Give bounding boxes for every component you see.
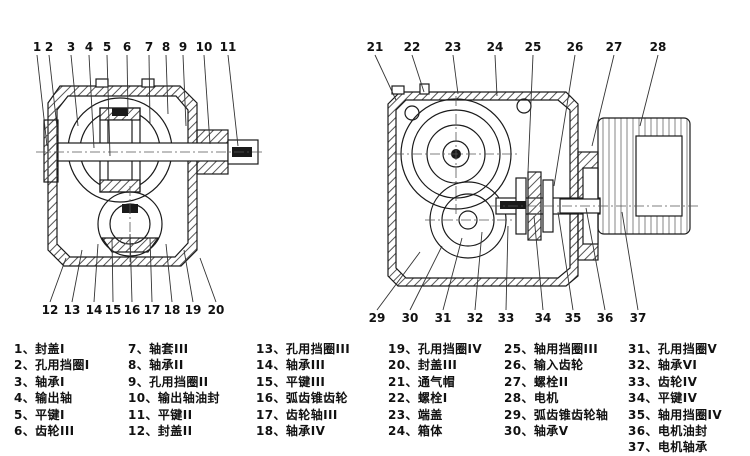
- callout-number-9: 9: [178, 40, 188, 54]
- callout-number-8: 8: [161, 40, 171, 54]
- legend-item: 13、孔用挡圈III: [256, 342, 351, 356]
- callout-number-32: 32: [466, 311, 484, 325]
- legend-item: 3、轴承I: [14, 374, 65, 389]
- callout-number-6: 6: [122, 40, 132, 54]
- legend-item: 19、孔用挡圈IV: [388, 342, 483, 356]
- callout-number-36: 36: [596, 311, 614, 325]
- callout-number-3: 3: [66, 40, 76, 54]
- callout-number-1: 1: [32, 40, 42, 54]
- callout-number-19: 19: [184, 303, 202, 317]
- callout-number-13: 13: [63, 303, 81, 317]
- legend-item: 27、螺栓II: [504, 374, 569, 389]
- legend-item: 26、输入齿轮: [504, 358, 584, 373]
- legend-item: 7、轴套III: [128, 342, 189, 356]
- legend-item: 29、弧齿锥齿轮轴: [504, 407, 609, 422]
- callout-number-5: 5: [102, 40, 112, 54]
- legend-item: 28、电机: [504, 391, 559, 406]
- callout-number-23: 23: [444, 40, 462, 54]
- legend-column-6: 31、孔用挡圈V 32、轴承VI 33、齿轮IV 34、平键IV 35、轴用挡圈…: [628, 341, 722, 456]
- breather-cap: [391, 85, 405, 95]
- callout-number-12: 12: [41, 303, 59, 317]
- callout-number-27: 27: [605, 40, 623, 54]
- legend-column-4: 19、孔用挡圈IV 20、封盖III 21、通气帽 22、螺栓I 23、端盖 2…: [388, 341, 482, 439]
- legend-item: 22、螺栓I: [388, 391, 448, 406]
- callout-number-17: 17: [143, 303, 161, 317]
- legend-column-5: 25、轴用挡圈III 26、输入齿轮 27、螺栓II 28、电机 29、弧齿锥齿…: [504, 341, 608, 439]
- callout-number-15: 15: [104, 303, 122, 317]
- legend-column-2: 7、轴套III 8、轴承II 9、孔用挡圈II 10、输出轴油封 11、平键II…: [128, 341, 220, 439]
- left-end-cover: [43, 119, 59, 183]
- legend-item: 34、平键IV: [628, 391, 698, 406]
- leader-lines: [36, 54, 659, 311]
- callout-number-21: 21: [366, 40, 384, 54]
- legend-item: 21、通气帽: [388, 374, 456, 389]
- callout-number-10: 10: [195, 40, 213, 54]
- legend-item: 35、轴用挡圈IV: [628, 407, 723, 422]
- callout-number-33: 33: [497, 311, 515, 325]
- legend-item: 12、封盖II: [128, 424, 193, 439]
- legend-item: 14、轴承III: [256, 358, 326, 373]
- legend-item: 25、轴用挡圈III: [504, 342, 599, 356]
- callout-number-31: 31: [434, 311, 452, 325]
- callout-number-4: 4: [84, 40, 94, 54]
- legend-item: 4、输出轴: [14, 391, 73, 406]
- callout-number-14: 14: [85, 303, 103, 317]
- legend-item: 1、封盖I: [14, 342, 65, 356]
- parts-legend: 1、封盖I 2、孔用挡圈I 3、轴承I 4、输出轴 5、平键I 6、齿轮III …: [0, 339, 750, 456]
- callout-number-30: 30: [401, 311, 419, 325]
- left-section-view: [36, 78, 262, 267]
- callout-number-7: 7: [144, 40, 154, 54]
- legend-column-1: 1、封盖I 2、孔用挡圈I 3、轴承I 4、输出轴 5、平键I 6、齿轮III: [14, 341, 90, 439]
- legend-item: 37、电机轴承: [628, 440, 708, 455]
- callout-number-20: 20: [207, 303, 225, 317]
- legend-item: 2、孔用挡圈I: [14, 358, 90, 373]
- input-shaft-keyway: [500, 201, 526, 209]
- right-section-view: [387, 83, 700, 287]
- callout-number-25: 25: [524, 40, 542, 54]
- callout-number-11: 11: [219, 40, 237, 54]
- callout-number-29: 29: [368, 311, 386, 325]
- legend-item: 11、平键II: [128, 407, 193, 422]
- callout-number-37: 37: [629, 311, 647, 325]
- callout-number-2: 2: [44, 40, 54, 54]
- legend-item: 32、轴承VI: [628, 358, 698, 373]
- legend-item: 18、轴承IV: [256, 424, 326, 439]
- callout-number-24: 24: [486, 40, 504, 54]
- callout-number-22: 22: [403, 40, 421, 54]
- callout-number-34: 34: [534, 311, 552, 325]
- legend-item: 10、输出轴油封: [128, 391, 220, 406]
- legend-item: 23、端盖: [388, 407, 443, 422]
- callout-number-26: 26: [566, 40, 584, 54]
- legend-item: 15、平键III: [256, 374, 326, 389]
- callout-number-18: 18: [163, 303, 181, 317]
- legend-item: 20、封盖III: [388, 358, 458, 373]
- legend-column-3: 13、孔用挡圈III 14、轴承III 15、平键III 16、弧齿锥齿轮 17…: [256, 341, 350, 439]
- legend-item: 6、齿轮III: [14, 424, 75, 439]
- legend-item: 9、孔用挡圈II: [128, 374, 209, 389]
- callout-number-16: 16: [123, 303, 141, 317]
- legend-item: 33、齿轮IV: [628, 374, 698, 389]
- legend-item: 24、箱体: [388, 424, 443, 439]
- callout-number-35: 35: [564, 311, 582, 325]
- legend-item: 8、轴承II: [128, 358, 184, 373]
- legend-item: 30、轴承V: [504, 424, 569, 439]
- housing-bolt: [419, 83, 430, 95]
- legend-item: 36、电机油封: [628, 424, 708, 439]
- legend-item: 16、弧齿锥齿轮: [256, 391, 348, 406]
- legend-item: 17、齿轮轴III: [256, 407, 338, 422]
- callout-number-28: 28: [649, 40, 667, 54]
- legend-item: 5、平键I: [14, 407, 65, 422]
- legend-item: 31、孔用挡圈V: [628, 342, 718, 356]
